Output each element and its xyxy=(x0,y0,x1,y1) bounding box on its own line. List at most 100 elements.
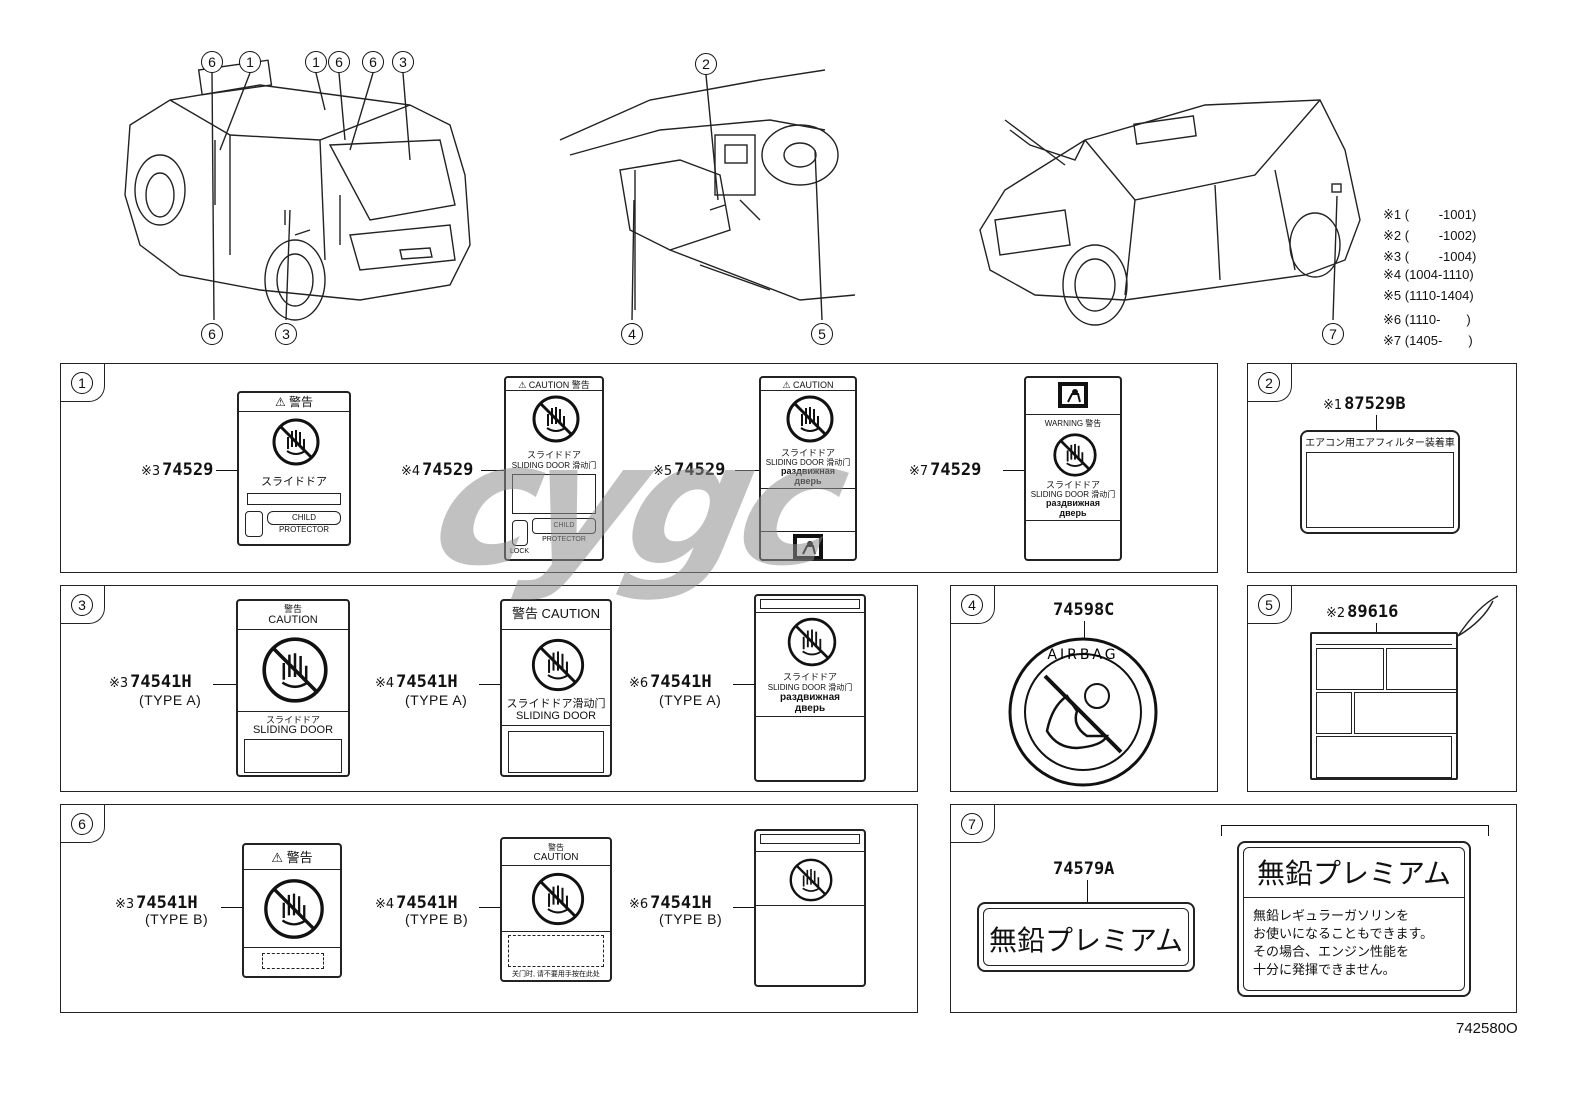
part-number-label: 74579A xyxy=(1053,859,1115,879)
label-line: дверь xyxy=(794,476,822,486)
type-label: (TYPE B) xyxy=(659,911,723,927)
type-label: (TYPE A) xyxy=(139,692,202,708)
leader-line xyxy=(1003,470,1025,471)
label-header: 警告 xyxy=(283,604,302,614)
caution-label-sliding-door: ⚠ 警告 スライドドア CHILD PROTECTOR xyxy=(237,391,351,546)
label-line: スライドドア滑动门 xyxy=(506,698,606,710)
panel-number: 4 xyxy=(961,594,983,616)
label-header: 警告 CAUTION xyxy=(511,606,601,621)
leader-line xyxy=(735,470,759,471)
child-protector-tag: CHILD PROTECTOR xyxy=(267,511,341,534)
unleaded-premium-small-label: 無鉛プレミアム xyxy=(977,902,1195,972)
diagram-code: 742580O xyxy=(1456,1020,1518,1037)
label-line: дверь xyxy=(794,703,826,714)
panel-number: 5 xyxy=(1258,594,1280,616)
label-line: スライドドア xyxy=(782,672,837,682)
sliding-door-caution-label: 警告 CAUTION スライドドア滑动门 SLIDING DOOR xyxy=(500,599,612,777)
panel-tab: 3 xyxy=(61,586,105,624)
caution-label-sliding-door: ⚠ CAUTION 警告 スライドドア SLIDING DOOR 滑动门 CHI… xyxy=(504,376,604,561)
panel-4-airbag-label: 4 74598C AIRBAG xyxy=(950,585,1218,792)
no-hand-icon xyxy=(786,395,834,443)
no-hand-icon xyxy=(272,418,320,466)
panel-7-fuel-labels: 7 74579A 無鉛プレミアム 無鉛プレミアム 無鉛レギュラーガソリンを お使… xyxy=(950,804,1517,1013)
label-line: раздвижная xyxy=(780,692,840,703)
part-number-label: 74598C xyxy=(1053,600,1115,620)
type-label: (TYPE B) xyxy=(145,911,209,927)
no-hand-icon xyxy=(262,637,328,703)
label-line: スライドドア xyxy=(1045,480,1100,490)
airbag-warning-seal: AIRBAG xyxy=(1008,637,1158,787)
no-hand-icon xyxy=(531,872,585,926)
unleaded-premium-large-label: 無鉛プレミアム 無鉛レギュラーガソリンを お使いになることもできます。 その場合… xyxy=(1237,841,1471,997)
air-filter-label: エアコン用エアフィルター装着車 xyxy=(1300,430,1460,534)
callout-6-top-a: 6 xyxy=(201,51,223,73)
panel-tab: 4 xyxy=(951,586,995,624)
sliding-door-caution-label: ⚠ 警告 xyxy=(242,843,342,978)
label-subtitle: スライドドア xyxy=(261,476,327,488)
sliding-door-caution-label: スライドドア SLIDING DOOR 滑动门 раздвижная дверь xyxy=(754,594,866,782)
leader-line xyxy=(733,907,755,908)
callout-3-bottom: 3 xyxy=(275,323,297,345)
no-hand-icon xyxy=(532,395,580,443)
label-footer: 关门时, 请不要用手按在此处 xyxy=(512,971,600,978)
vehicle-front-view-illustration xyxy=(975,70,1375,330)
callout-7-bottom: 7 xyxy=(1322,323,1344,345)
airbag-ring-text: AIRBAG xyxy=(1047,647,1118,663)
callout-1-top-b: 1 xyxy=(305,51,327,73)
leader-line xyxy=(213,684,237,685)
applicability-row: ※3 ( -1004) xyxy=(1383,249,1477,264)
type-label: (TYPE B) xyxy=(405,911,469,927)
leader-line xyxy=(733,684,755,685)
leader-line xyxy=(216,470,238,471)
label-header: ⚠ CAUTION xyxy=(782,380,834,390)
instruction-tag-label xyxy=(1310,632,1458,780)
callout-5-bottom: 5 xyxy=(811,323,833,345)
label-header: ⚠ 警告 xyxy=(274,395,314,409)
callout-leader-lines xyxy=(211,72,1338,321)
panel-tab: 7 xyxy=(951,805,995,843)
no-hand-icon xyxy=(1053,433,1097,477)
lock-text: LOCK xyxy=(510,548,530,555)
label-line: SLIDING DOOR 滑动门 xyxy=(767,683,853,692)
panel-tab: 6 xyxy=(61,805,105,843)
panel-tab: 5 xyxy=(1248,586,1292,624)
callout-1-top-a: 1 xyxy=(239,51,261,73)
leader-line xyxy=(479,684,501,685)
callout-3-top-a: 3 xyxy=(392,51,414,73)
label-line: SLIDING DOOR xyxy=(515,710,597,722)
child-protector-tag: CHILD PROTECTOR xyxy=(532,518,596,543)
label-line: дверь xyxy=(1059,508,1087,518)
sliding-door-caution-label: 警告 CAUTION 关门时, 请不要用手按在此处 xyxy=(500,837,612,982)
label-header: WARNING 警告 xyxy=(1044,419,1102,428)
child-seat-icon xyxy=(1058,382,1088,408)
callout-6-bottom: 6 xyxy=(201,323,223,345)
label-body-line: お使いになることもできます。 xyxy=(1253,926,1434,941)
vehicle-interior-illustration xyxy=(559,60,860,330)
label-header: CAUTION xyxy=(533,852,579,863)
panel-tab: 2 xyxy=(1248,364,1292,402)
no-hand-icon xyxy=(787,617,837,667)
label-line: раздвижная xyxy=(781,466,835,476)
label-title: 無鉛プレミアム xyxy=(1256,858,1452,889)
panel-tab: 1 xyxy=(61,364,105,402)
label-line: スライドドア xyxy=(780,448,835,458)
applicability-row: ※4 (1004-1110) xyxy=(1383,267,1474,282)
panel-number: 7 xyxy=(961,813,983,835)
label-header: ⚠ CAUTION 警告 xyxy=(518,380,590,390)
label-title: エアコン用エアフィルター装着車 xyxy=(1305,438,1455,449)
panel-number: 3 xyxy=(71,594,93,616)
